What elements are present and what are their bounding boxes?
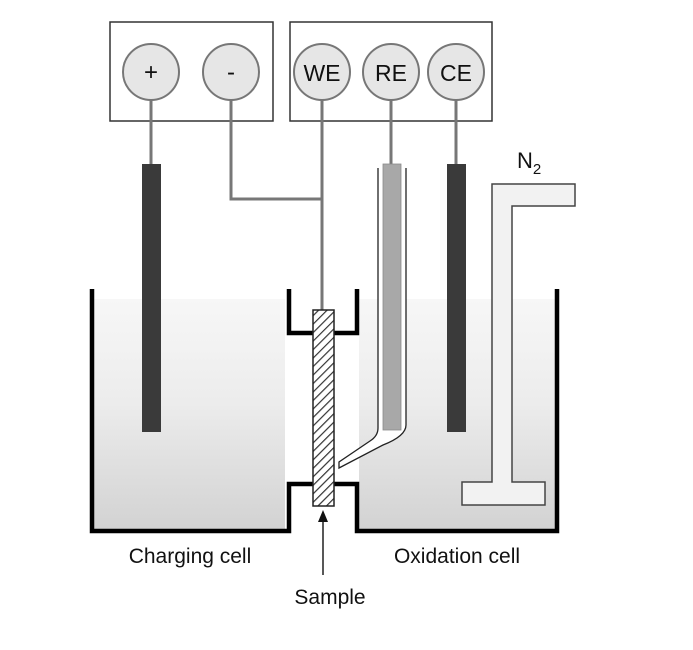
we-terminal-label: WE bbox=[303, 60, 340, 86]
oxidation-cell-wall bbox=[334, 289, 560, 534]
n2-gas-inlet-tube bbox=[461, 183, 576, 506]
positive-terminal-label: + bbox=[144, 59, 158, 86]
negative-terminal: - bbox=[202, 43, 260, 101]
charging-cell-wall-upper-channel bbox=[286, 289, 313, 336]
ce-terminal-label: CE bbox=[440, 60, 472, 86]
reference-electrode bbox=[382, 163, 402, 431]
charging-cell-electrolyte bbox=[92, 299, 285, 531]
n2-label: N2 bbox=[517, 148, 541, 178]
positive-terminal: + bbox=[122, 43, 180, 101]
oxidation-cell-label: Oxidation cell bbox=[394, 545, 520, 568]
charging-cell-label: Charging cell bbox=[129, 545, 252, 568]
re-terminal-label: RE bbox=[375, 60, 407, 86]
charging-cell-wall bbox=[89, 289, 313, 534]
negative-terminal-label: - bbox=[227, 59, 235, 86]
sample-label: Sample bbox=[294, 586, 365, 609]
oxidation-cell-wall-upper-channel bbox=[334, 289, 360, 336]
negative-wire bbox=[229, 100, 322, 201]
sample-membrane bbox=[312, 309, 335, 507]
re-terminal: RE bbox=[362, 43, 420, 101]
we-terminal: WE bbox=[293, 43, 351, 101]
ce-terminal: CE bbox=[427, 43, 485, 101]
counter-electrode bbox=[447, 164, 466, 432]
charging-anode-electrode bbox=[142, 164, 161, 432]
sample-arrow-head bbox=[318, 510, 328, 522]
